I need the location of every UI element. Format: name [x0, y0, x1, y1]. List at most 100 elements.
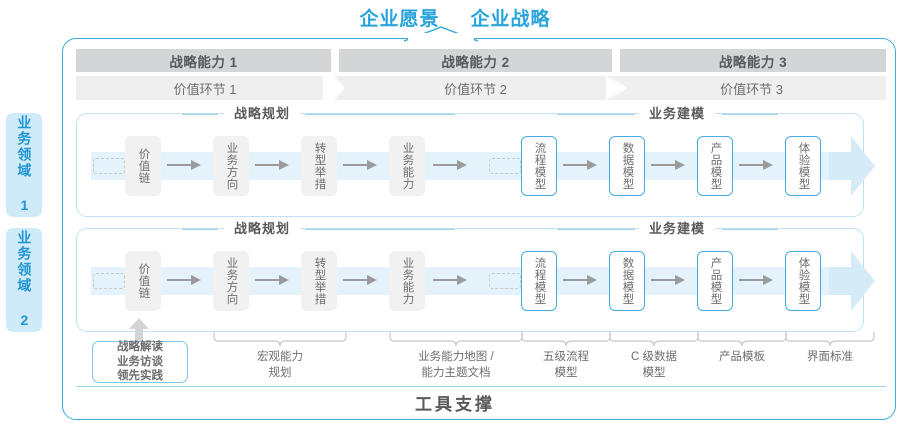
value-chain-segment-2[interactable]: 价值环节 2	[334, 76, 617, 100]
title-vision: 企业愿景	[359, 9, 440, 30]
section-label-planning-1: 战略规划	[224, 105, 301, 123]
section-line-left-1	[182, 114, 218, 116]
arrow-right-icon	[255, 274, 289, 286]
node-business-capability[interactable]: 业务能力	[389, 251, 425, 311]
domain-row-1: 战略规划 业务建模 价值链 业务方向 转型举措 业务能力 流程模型 数据模型 产…	[76, 105, 875, 217]
node-label: 数据模型	[621, 142, 634, 190]
node-label: 体验模型	[797, 142, 810, 190]
section-label-modeling-1: 业务建模	[639, 105, 716, 123]
node-label: 转型举措	[313, 142, 326, 190]
node-label: 业务能力	[401, 142, 414, 190]
node-label: 体验模型	[797, 257, 810, 305]
page-title: 企业愿景 企业战略	[0, 4, 910, 31]
arrow-right-icon	[433, 274, 467, 286]
node-value-chain[interactable]: 价值链	[125, 136, 161, 196]
node-label: 数据模型	[621, 257, 634, 305]
chevron-notch-icon-1	[323, 76, 345, 100]
tool-support-label: 工具支撑	[415, 395, 495, 414]
dashed-placeholder	[93, 273, 125, 289]
capability-bar-1[interactable]: 战略能力 1	[76, 49, 331, 72]
chevron-notch-icon-2	[606, 76, 628, 100]
value-chain-segment-1[interactable]: 价值环节 1	[76, 76, 334, 100]
brace-connector-6	[784, 332, 876, 348]
tool-label-product-template: 产品模板	[719, 351, 765, 363]
section-label-modeling-2: 业务建模	[639, 220, 716, 238]
node-label: 流程模型	[533, 142, 546, 190]
section-line-left-2	[557, 229, 635, 231]
node-experience-model[interactable]: 体验模型	[785, 136, 821, 196]
arrow-right-icon	[343, 159, 377, 171]
node-transformation-measures[interactable]: 转型举措	[301, 136, 337, 196]
node-label: 产品模型	[709, 257, 722, 305]
arrow-right-icon	[651, 274, 685, 286]
section-line-right-1	[305, 229, 455, 231]
section-line-right-2	[722, 114, 778, 116]
brace-connector-1	[212, 332, 348, 348]
node-product-model[interactable]: 产品模型	[697, 136, 733, 196]
section-line-left-1	[182, 229, 218, 231]
value-chain-track: 价值环节 1 价值环节 2 价值环节 3	[76, 76, 886, 100]
arrow-right-icon	[255, 159, 289, 171]
outer-frame	[62, 38, 896, 420]
arrow-right-icon	[563, 159, 597, 171]
tool-label-five-level-process: 五级流程 模型	[543, 351, 589, 379]
tool-label-macro-capability: 宏观能力 规划	[257, 351, 303, 379]
section-line-right-1	[305, 114, 455, 116]
node-product-model[interactable]: 产品模型	[697, 251, 733, 311]
value-chain-label-3: 价值环节 3	[720, 81, 783, 97]
value-chain-label-2: 价值环节 2	[444, 81, 507, 97]
node-transformation-measures[interactable]: 转型举措	[301, 251, 337, 311]
arrow-right-icon	[433, 159, 467, 171]
arrow-right-icon	[563, 274, 597, 286]
tool-label-c-level-data: C 级数据 模型	[631, 351, 677, 379]
tool-label-ui-standard: 界面标准	[807, 351, 853, 363]
flow-arrowhead-icon-2	[829, 251, 875, 311]
arrow-right-icon	[167, 274, 201, 286]
node-value-chain[interactable]: 价值链	[125, 251, 161, 311]
node-label: 价值链	[137, 148, 150, 184]
node-business-capability[interactable]: 业务能力	[389, 136, 425, 196]
title-strategy: 企业战略	[470, 9, 551, 30]
tool-label-capability-map: 业务能力地图 / 能力主题文档	[418, 351, 494, 379]
node-process-model[interactable]: 流程模型	[521, 251, 557, 311]
arrow-right-icon	[167, 159, 201, 171]
domain-label-2: 业务领域 2	[16, 230, 33, 330]
arrow-up-icon	[127, 318, 151, 344]
node-data-model[interactable]: 数据模型	[609, 251, 645, 311]
tool-support-divider	[76, 386, 886, 388]
flow-arrowhead-icon-1	[829, 136, 875, 196]
frame-peak-mask	[408, 33, 474, 42]
node-experience-model[interactable]: 体验模型	[785, 251, 821, 311]
capability-bar-2[interactable]: 战略能力 2	[339, 49, 612, 72]
node-business-direction[interactable]: 业务方向	[213, 251, 249, 311]
domain-label-1: 业务领域 1	[16, 115, 33, 215]
brace-connector-2	[388, 332, 524, 348]
dashed-placeholder	[489, 158, 521, 174]
brace-connector-3	[520, 332, 612, 348]
capability-bar-3[interactable]: 战略能力 3	[620, 49, 886, 72]
arrow-right-icon	[739, 159, 773, 171]
node-label: 业务方向	[225, 142, 238, 190]
node-process-model[interactable]: 流程模型	[521, 136, 557, 196]
node-label: 业务方向	[225, 257, 238, 305]
node-label: 业务能力	[401, 257, 414, 305]
sidebar-item-domain-1[interactable]: 业务领域 1	[6, 113, 42, 217]
node-business-direction[interactable]: 业务方向	[213, 136, 249, 196]
node-data-model[interactable]: 数据模型	[609, 136, 645, 196]
section-label-planning-2: 战略规划	[224, 220, 301, 238]
tool-box-strategy-inputs[interactable]: 战略解读 业务访谈 领先实践	[92, 341, 188, 383]
node-label: 转型举措	[313, 257, 326, 305]
dashed-placeholder	[93, 158, 125, 174]
section-line-left-2	[557, 114, 635, 116]
arrow-right-icon	[343, 274, 377, 286]
sidebar-item-domain-2[interactable]: 业务领域 2	[6, 228, 42, 332]
value-chain-label-1: 价值环节 1	[173, 81, 237, 97]
node-label: 价值链	[137, 263, 150, 299]
node-label: 流程模型	[533, 257, 546, 305]
dashed-placeholder	[489, 273, 521, 289]
node-label: 产品模型	[709, 142, 722, 190]
value-chain-segment-3[interactable]: 价值环节 3	[617, 76, 886, 100]
domain-row-2: 战略规划 业务建模 价值链 业务方向 转型举措 业务能力 流程模型 数据模型 产…	[76, 220, 875, 332]
brace-connector-5	[696, 332, 788, 348]
